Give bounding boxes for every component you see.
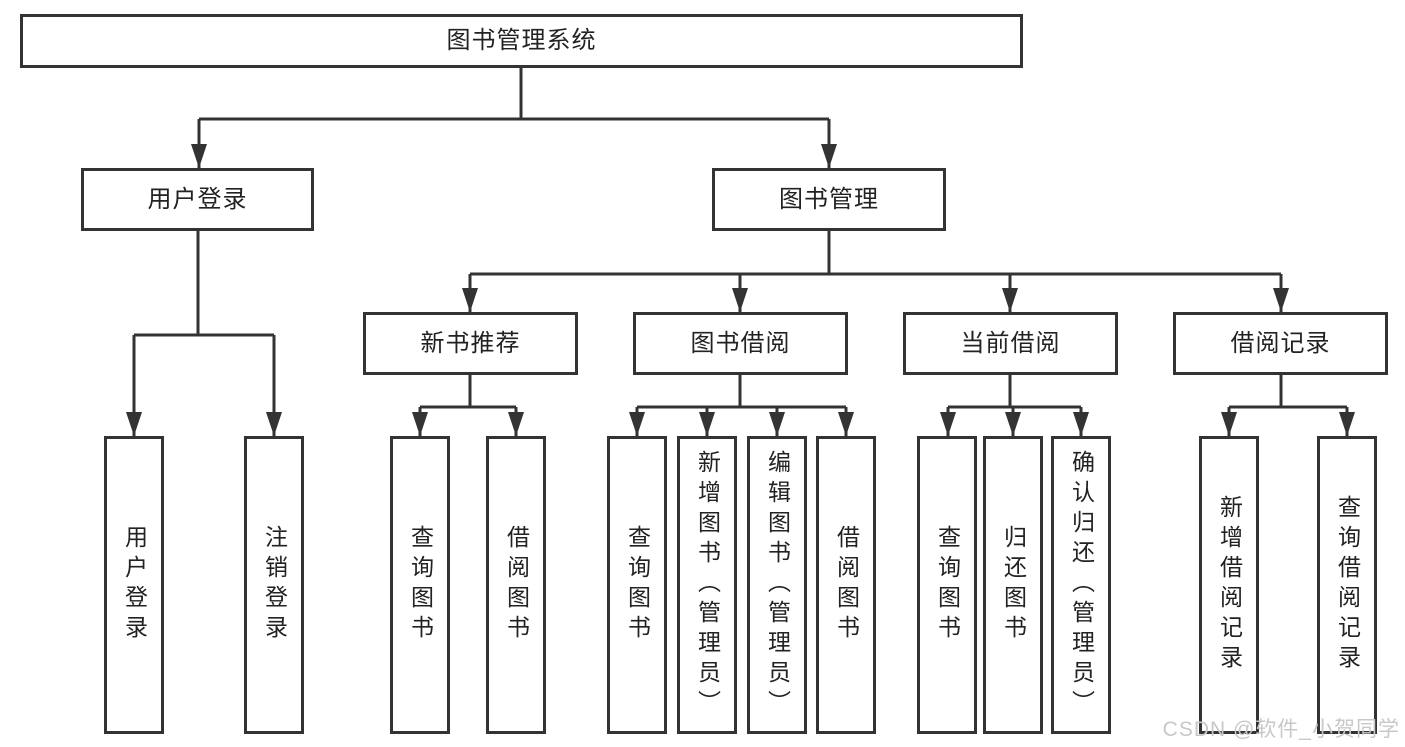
node-current-borrow: 当前借阅 [903, 312, 1118, 375]
node-label: 用户登录 [121, 525, 148, 645]
node-label: 新增借阅记录 [1216, 495, 1243, 675]
leaf-bb-edit-books-admin: 编辑图书（管理员） [747, 436, 807, 734]
node-book-management: 图书管理 [712, 168, 946, 231]
node-user-login: 用户登录 [81, 168, 314, 231]
node-label: 借阅图书 [503, 525, 530, 645]
node-label: 查询图书 [624, 525, 651, 645]
leaf-nbr-query-books: 查询图书 [390, 436, 450, 734]
node-label: 当前借阅 [960, 329, 1061, 357]
leaf-br-add-record: 新增借阅记录 [1199, 436, 1259, 734]
node-label: 图书借阅 [690, 329, 791, 357]
node-label: 新书推荐 [420, 329, 521, 357]
node-label: 用户登录 [147, 185, 248, 213]
node-label: 查询图书 [934, 525, 961, 645]
node-label: 借阅图书 [833, 525, 860, 645]
leaf-bb-borrow-books: 借阅图书 [816, 436, 876, 734]
node-borrow-records: 借阅记录 [1173, 312, 1388, 375]
node-label: 归还图书 [1000, 525, 1027, 645]
leaf-user-login: 用户登录 [104, 436, 164, 734]
leaf-cb-confirm-return-admin: 确认归还（管理员） [1051, 436, 1111, 734]
node-label: 注销登录 [261, 525, 288, 645]
node-label: 图书管理 [779, 185, 879, 213]
leaf-logout-login: 注销登录 [244, 436, 304, 734]
leaf-bb-add-books-admin: 新增图书（管理员） [677, 436, 737, 734]
node-label: 查询图书 [407, 525, 434, 645]
node-label: 编辑图书（管理员） [764, 450, 791, 720]
leaf-cb-return-books: 归还图书 [983, 436, 1043, 734]
node-label: 借阅记录 [1230, 329, 1331, 357]
node-label: 确认归还（管理员） [1068, 450, 1095, 720]
node-label: 新增图书（管理员） [694, 450, 721, 720]
node-book-borrow: 图书借阅 [633, 312, 848, 375]
leaf-nbr-borrow-books: 借阅图书 [486, 436, 546, 734]
node-library-management-system: 图书管理系统 [20, 14, 1023, 68]
csdn-watermark: CSDN @软件_小贺同学 [1162, 718, 1400, 741]
node-label: 查询借阅记录 [1334, 495, 1361, 675]
leaf-cb-query-books: 查询图书 [917, 436, 977, 734]
leaf-bb-query-books: 查询图书 [607, 436, 667, 734]
node-new-book-recommend: 新书推荐 [363, 312, 578, 375]
node-label: 图书管理系统 [446, 27, 597, 54]
leaf-br-query-record: 查询借阅记录 [1317, 436, 1377, 734]
